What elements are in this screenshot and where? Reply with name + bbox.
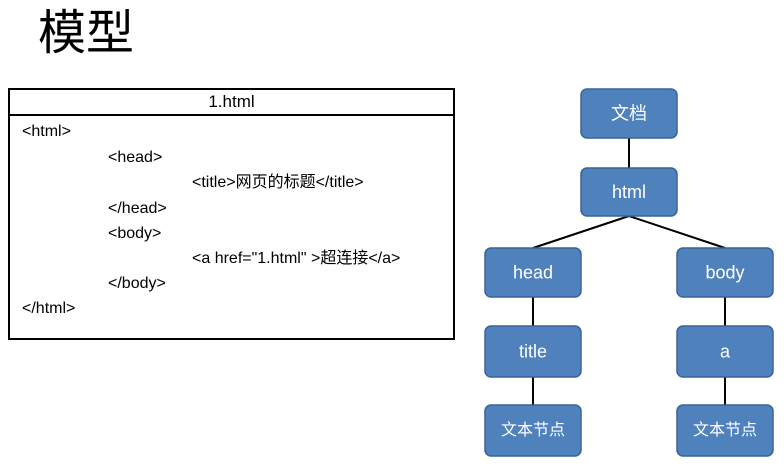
node-body-label: body [705,263,744,283]
node-html: html [580,167,678,217]
edge-html-body [628,215,726,249]
code-line-body-open: <body> [108,225,162,242]
slide-title: 模型 [38,5,135,61]
node-a: a [676,325,774,378]
code-panel: 1.html <html> <head> <title>网页的标题</title… [8,88,455,340]
node-title: title [484,325,582,378]
code-line-title: <title>网页的标题</title> [192,174,364,191]
node-html-label: html [612,182,646,202]
edge-html-head [532,215,630,249]
code-line-body-close: </body> [108,275,166,292]
node-title-label: title [519,342,547,362]
code-filename: 1.html [10,90,453,116]
node-text-left-label: 文本节点 [501,421,565,439]
node-text-right: 文本节点 [676,404,774,457]
node-document-label: 文档 [611,104,647,124]
node-head: head [484,247,582,298]
node-a-label: a [720,342,731,362]
node-head-label: head [513,263,553,283]
code-line-html-close: </html> [22,300,76,317]
node-document: 文档 [580,88,678,139]
code-line-anchor: <a href="1.html" >超连接</a> [192,250,401,267]
code-line-head-open: <head> [108,149,163,166]
node-body: body [676,247,774,298]
node-text-left: 文本节点 [484,404,582,457]
node-text-right-label: 文本节点 [693,421,757,439]
code-line-head-close: </head> [108,200,167,217]
code-line-html-open: <html> [22,123,71,140]
